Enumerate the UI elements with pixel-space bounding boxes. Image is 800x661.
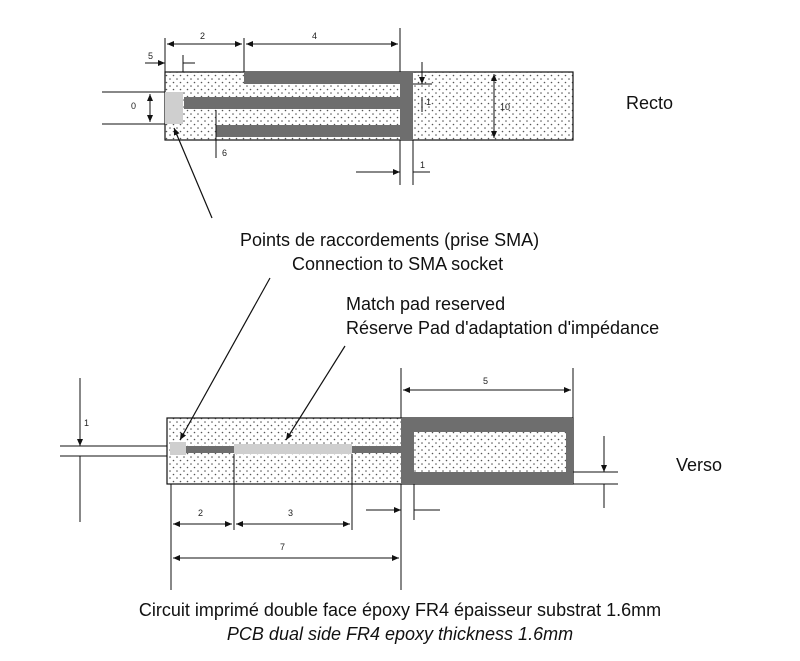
verso-dim-5-label: 5 bbox=[483, 376, 489, 386]
verso-sma-pad bbox=[170, 442, 186, 455]
recto-dim-0-label: 0 bbox=[131, 101, 137, 111]
recto-trace-bottom bbox=[216, 125, 400, 137]
recto-dim-10-label: 10 bbox=[500, 102, 511, 112]
leader-verso-sma bbox=[179, 277, 271, 441]
verso-dimensions bbox=[60, 368, 618, 590]
leader-recto-sma bbox=[173, 127, 213, 219]
caption-fr: Circuit imprimé double face époxy FR4 ép… bbox=[138, 600, 662, 620]
connection-annotation: Points de raccordements (prise SMA) Conn… bbox=[240, 230, 620, 275]
recto-dim-right-label: 1 bbox=[420, 160, 426, 170]
recto-trace-top bbox=[244, 72, 400, 84]
verso-match-pad bbox=[234, 444, 352, 454]
connection-annotation-en: Connection to SMA socket bbox=[292, 254, 504, 274]
verso-copper-top bbox=[401, 418, 573, 432]
caption-en: PCB dual side FR4 epoxy thickness 1.6mm bbox=[226, 624, 574, 644]
recto-dim-2-label: 2 bbox=[200, 31, 206, 41]
verso-copper-bottom bbox=[401, 472, 573, 484]
verso-dim-7-label: 7 bbox=[280, 542, 286, 552]
match-pad-annotation: Match pad reserved Réserve Pad d'adaptat… bbox=[346, 294, 659, 339]
match-pad-annotation-en: Match pad reserved bbox=[346, 294, 506, 314]
verso-label: Verso bbox=[676, 455, 723, 475]
recto-trace-mid bbox=[184, 97, 400, 109]
recto-dim-4-label: 4 bbox=[312, 31, 318, 41]
recto-sma-pad bbox=[165, 92, 183, 124]
connection-annotation-fr: Points de raccordements (prise SMA) bbox=[240, 230, 540, 250]
verso-dim-3-label: 3 bbox=[288, 508, 294, 518]
verso-copper-left bbox=[401, 418, 414, 484]
verso-copper-right bbox=[566, 418, 573, 484]
caption: Circuit imprimé double face époxy FR4 ép… bbox=[0, 600, 800, 645]
recto-dim-6-label: 6 bbox=[222, 148, 228, 158]
recto-trace-vertical bbox=[400, 72, 413, 140]
annotation-leaders bbox=[173, 127, 346, 441]
verso-board bbox=[166, 417, 574, 485]
recto-dim-1-label: 1 bbox=[426, 97, 432, 107]
recto-dimensions bbox=[102, 28, 497, 185]
verso-dim-2-label: 2 bbox=[198, 508, 204, 518]
match-pad-annotation-fr: Réserve Pad d'adaptation d'impédance bbox=[346, 318, 660, 338]
recto-board bbox=[164, 71, 574, 141]
recto-dim-5-label: 5 bbox=[148, 51, 154, 61]
leader-match-pad bbox=[285, 345, 346, 441]
recto-label: Recto bbox=[626, 93, 674, 113]
verso-dim-left-label: 1 bbox=[84, 418, 90, 428]
